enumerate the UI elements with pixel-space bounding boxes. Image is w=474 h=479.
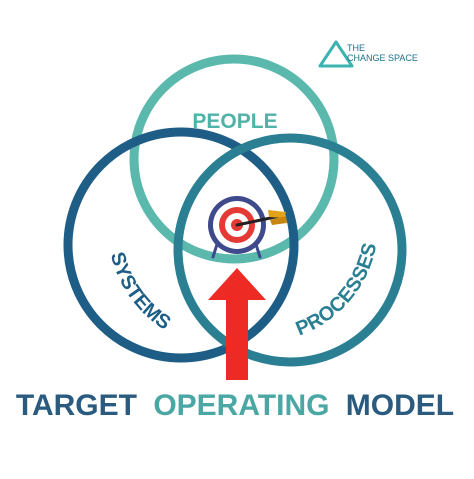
brand-logo: THE CHANGE SPACE bbox=[318, 40, 418, 68]
brand-name-line1: THE bbox=[347, 43, 365, 53]
systems-circle bbox=[63, 127, 299, 363]
dart-icon bbox=[235, 210, 287, 227]
target-bullseye-icon bbox=[208, 196, 266, 259]
brand-name-line2: CHANGE SPACE bbox=[347, 53, 418, 63]
triangle-logo-icon bbox=[318, 40, 354, 68]
footer-title-word-operating: OPERATING bbox=[153, 389, 329, 422]
systems-label-path: SYSTEMS bbox=[106, 250, 175, 335]
footer-title-word-model: MODEL bbox=[346, 389, 454, 422]
systems-label: SYSTEMS bbox=[106, 250, 175, 335]
footer-title-word-target: TARGET bbox=[16, 389, 137, 422]
processes-circle bbox=[173, 133, 407, 367]
people-label: PEOPLE bbox=[192, 110, 277, 133]
people-circle bbox=[129, 54, 339, 264]
up-arrow-icon bbox=[208, 268, 266, 380]
footer-title: TARGET OPERATING MODEL bbox=[16, 389, 454, 422]
